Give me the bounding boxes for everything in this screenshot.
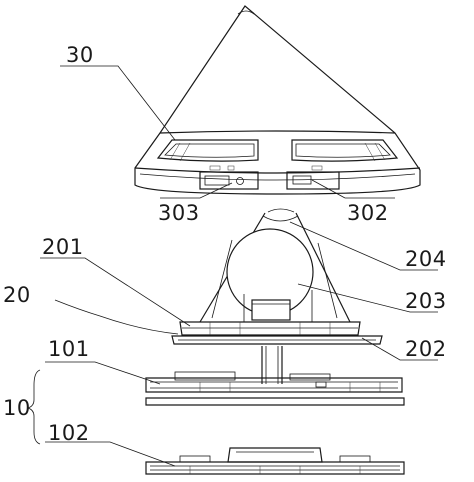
label-30: 30 [66,43,94,67]
label-20: 20 [3,283,31,307]
port-303 [199,165,259,190]
bulb-assembly-20 [171,208,383,345]
board-101 [145,346,405,406]
label-202: 202 [405,337,447,361]
base-102 [145,447,405,475]
leader-lines [26,65,438,467]
label-102: 102 [48,421,90,445]
label-302: 302 [347,201,389,225]
cone-cover-30 [134,5,421,195]
left-window [156,139,259,162]
right-window [291,139,399,162]
label-303: 303 [158,201,200,225]
label-204: 204 [405,247,447,271]
label-101: 101 [48,337,90,361]
label-201: 201 [42,235,84,259]
port-302 [286,165,340,190]
label-203: 203 [405,289,447,313]
label-10: 10 [3,396,31,420]
part-labels: 30 303 302 201 204 20 203 101 202 10 102 [3,43,447,445]
